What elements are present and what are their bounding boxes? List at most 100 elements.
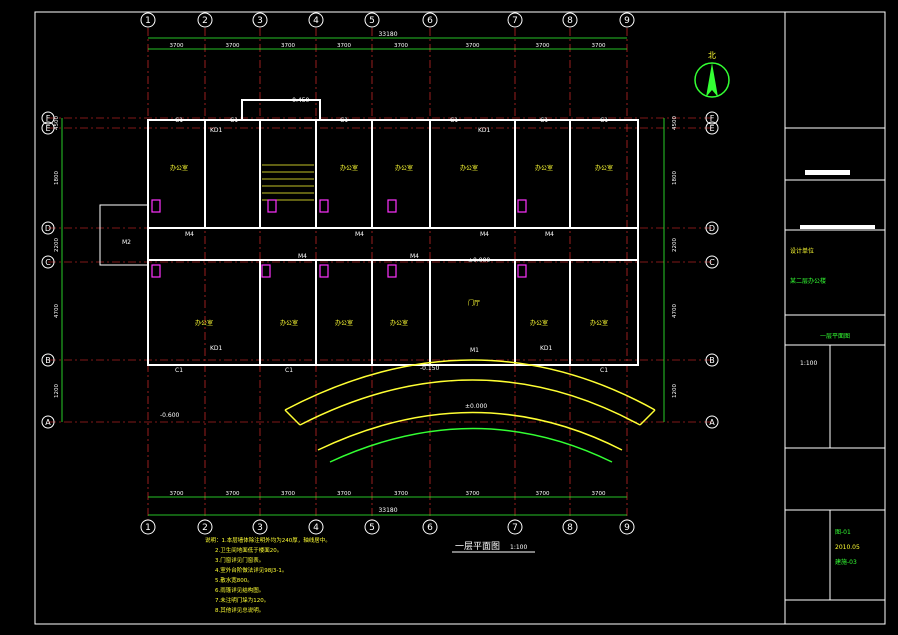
- window-tag: C1: [230, 117, 238, 124]
- title-block: 设计单位 某二层办公楼 一层平面图 1:100 图-01 2010.05 建施-…: [785, 127, 885, 601]
- dim-bay: 3700: [466, 491, 480, 497]
- axis-bubble: [507, 12, 523, 28]
- axis-label: A: [45, 418, 51, 427]
- opening-tags: C1 C1 C1 C1 C1 C1 C1 C1 C1 M4 M4 M4 M4 M…: [122, 117, 608, 374]
- outer-border: [34, 11, 886, 625]
- axis-label: 6: [427, 16, 433, 26]
- room-label: 办公室: [335, 319, 353, 327]
- room-door-tag: M4: [545, 231, 554, 238]
- axis-label: 2: [202, 16, 208, 26]
- drawing-scale: 1:100: [510, 544, 527, 551]
- dim-bay: 3700: [170, 491, 184, 497]
- dim-bay: 3700: [170, 43, 184, 49]
- drawing-title: 一层平面图: [455, 541, 500, 552]
- room-label: 办公室: [395, 164, 413, 172]
- axis-bubble: [705, 121, 719, 135]
- axis-label: B: [45, 356, 51, 365]
- window-tag: C1: [600, 367, 608, 374]
- note-line: 6.雨篷详见结构图。: [215, 586, 264, 594]
- axis-bubble: [140, 519, 156, 535]
- room-label: 办公室: [590, 319, 608, 327]
- axis-bubble: [422, 12, 438, 28]
- window-k-tag: KD1: [478, 127, 491, 134]
- axis-bubble: [422, 519, 438, 535]
- dim-bay: 3700: [226, 491, 240, 497]
- dim-depth: 1800: [672, 171, 678, 185]
- axis-label: 8: [567, 523, 573, 533]
- dim-bay: 3700: [592, 43, 606, 49]
- dim-bay: 3700: [226, 43, 240, 49]
- axis-bubble: [252, 12, 268, 28]
- axis-bubble: [705, 111, 719, 125]
- note-line: 4.室外台阶做法详见98J3-1。: [215, 566, 287, 574]
- dim-bay: 3700: [536, 491, 550, 497]
- window-tag: C1: [340, 117, 348, 124]
- level-mark-entrance: -0.150: [420, 365, 440, 372]
- axis-bubble: [562, 519, 578, 535]
- axis-bubble: [41, 221, 55, 235]
- axis-bubble: [705, 255, 719, 269]
- note-line: 5.散水宽800。: [215, 576, 253, 584]
- axis-label: E: [45, 124, 50, 133]
- room-door-tag: M4: [355, 231, 364, 238]
- axis-bubble: [562, 12, 578, 28]
- window-tag: C1: [450, 117, 458, 124]
- dim-bay: 3700: [281, 43, 295, 49]
- general-notes: 说明：1.本层墙体除注明外均为240厚，轴线居中。2.卫生间地面低于楼面20。3…: [205, 536, 331, 614]
- axis-label: F: [710, 114, 715, 123]
- dim-bay: 3700: [337, 491, 351, 497]
- level-mark-outside: -0.450: [290, 97, 310, 104]
- axis-label: 4: [313, 523, 319, 533]
- axis-bubble: [41, 121, 55, 135]
- axis-bubble: [619, 12, 635, 28]
- axis-bubble: [41, 353, 55, 367]
- level-marks: ±0.000 ±0.000 -0.450 -0.600 -0.150: [160, 97, 490, 419]
- dim-total-top: 33180: [378, 31, 397, 38]
- dim-bay: 3700: [394, 43, 408, 49]
- note-line: 3.门窗详见门窗表。: [215, 556, 264, 564]
- axis-bubble: [308, 12, 324, 28]
- dim-depth: 2200: [54, 238, 60, 252]
- axis-bubble: [197, 12, 213, 28]
- axis-bubble: [507, 519, 523, 535]
- axis-label: 9: [624, 523, 630, 533]
- axis-label: 5: [369, 16, 375, 26]
- note-line: 8.其他详见总说明。: [215, 606, 264, 614]
- axis-bubble: [41, 415, 55, 429]
- tb-design-unit: 设计单位: [790, 247, 814, 255]
- window-k-tag: KD1: [210, 345, 223, 352]
- entrance-canopy: [284, 359, 656, 463]
- room-label: 办公室: [195, 319, 213, 327]
- axis-label: 7: [512, 16, 518, 26]
- window-tag: C1: [175, 367, 183, 374]
- note-line: 2.卫生间地面低于楼面20。: [215, 546, 282, 554]
- axis-bubble: [308, 519, 324, 535]
- tb-project: 某二层办公楼: [790, 277, 826, 285]
- axis-label: E: [709, 124, 714, 133]
- dim-depth: 4500: [54, 116, 60, 130]
- tb-drawing-name: 一层平面图: [820, 333, 850, 340]
- room-door-tag: M4: [410, 253, 419, 260]
- dim-total-bottom: 33180: [378, 507, 397, 514]
- dim-bay: 3700: [281, 491, 295, 497]
- dim-bay: 3700: [394, 491, 408, 497]
- room-label: 办公室: [340, 164, 358, 172]
- room-label: 办公室: [460, 164, 478, 172]
- axis-label: 4: [313, 16, 319, 26]
- north-arrow: [694, 62, 730, 98]
- north-label: 北: [708, 51, 716, 60]
- stair: [262, 164, 314, 201]
- dimension-lines: 33180 33180 3700 3700 3700 3700 3700 3700 3700 37…: [54, 31, 678, 516]
- axis-bubble: [705, 221, 719, 235]
- level-mark-ground: ±0.000: [468, 257, 490, 264]
- room-door-tag: M4: [185, 231, 194, 238]
- axis-bubble: [364, 12, 380, 28]
- room-label: 办公室: [390, 319, 408, 327]
- toilet-fixtures: [151, 199, 527, 278]
- room-labels: 办公室 办公室 办公室 办公室 办公室 办公室 办公室 办公室 办公室 办公室 …: [170, 164, 613, 327]
- window-tag: C1: [540, 117, 548, 124]
- main-door-tag: M1: [470, 347, 479, 354]
- axis-bubble: [619, 519, 635, 535]
- room-label: 办公室: [595, 164, 613, 172]
